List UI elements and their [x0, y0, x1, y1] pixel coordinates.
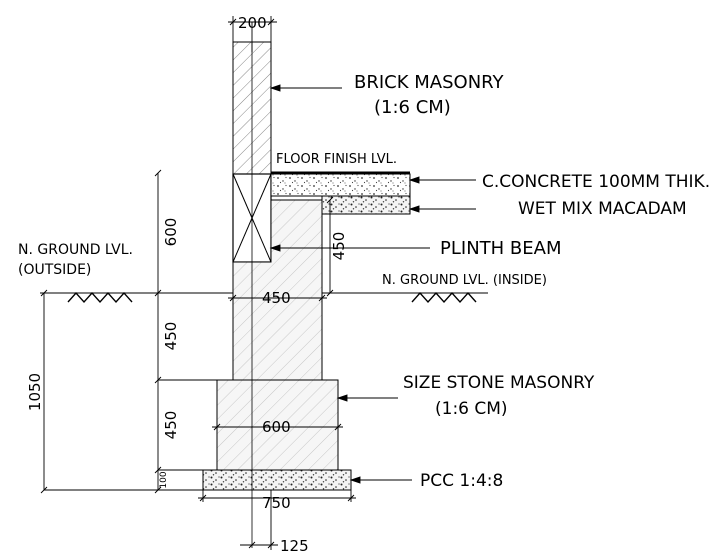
ground-hatch-outside	[67, 291, 133, 304]
dim-plinth-depth: 450	[330, 232, 348, 261]
brick-masonry-label: BRICK MASONRY	[354, 72, 505, 93]
cc-floor-slab	[270, 173, 411, 197]
dim-pcc-thickness: 100	[159, 471, 169, 488]
leader-lines	[269, 84, 476, 484]
pcc-label: PCC 1:4:8	[420, 471, 503, 491]
ground-lines	[40, 291, 488, 304]
stone-masonry-label: SIZE STONE MASONRY	[403, 373, 595, 393]
dimension-texts: 200 600 450 450 450 450 1050 600 100 750…	[26, 14, 348, 555]
wet-mix-macadam-layer	[321, 195, 411, 215]
dimension-lines	[40, 16, 356, 550]
dim-depth-1: 450	[162, 322, 180, 351]
stone-masonry-lower	[216, 379, 339, 471]
dim-total-depth: 1050	[26, 373, 44, 411]
brick-masonry-mix-label: (1:6 CM)	[374, 97, 451, 118]
dim-foundation-width-top: 450	[262, 289, 291, 307]
plinth-beam-label: PLINTH BEAM	[440, 238, 561, 259]
dim-wall-width: 200	[238, 14, 267, 32]
structure	[202, 41, 411, 548]
text-labels: BRICK MASONRY (1:6 CM) FLOOR FINISH LVL.…	[18, 72, 710, 491]
dim-footing-width: 600	[262, 418, 291, 436]
pcc-bed	[202, 469, 352, 491]
stone-masonry-mix-label: (1:6 CM)	[435, 399, 508, 419]
c-concrete-label: C.CONCRETE 100MM THIK.	[482, 172, 710, 192]
dim-depth-2: 450	[162, 411, 180, 440]
wet-mix-label: WET MIX MACADAM	[518, 199, 687, 219]
dim-height-above-ground: 600	[162, 218, 180, 247]
ground-outside-label-2: (OUTSIDE)	[18, 262, 91, 278]
dim-pcc-width: 750	[262, 494, 291, 512]
dim-offset: 125	[280, 537, 309, 555]
ground-outside-label-1: N. GROUND LVL.	[18, 242, 133, 258]
ground-hatch-inside	[411, 291, 477, 304]
floor-finish-label: FLOOR FINISH LVL.	[276, 152, 397, 167]
ground-inside-label: N. GROUND LVL. (INSIDE)	[382, 273, 547, 288]
